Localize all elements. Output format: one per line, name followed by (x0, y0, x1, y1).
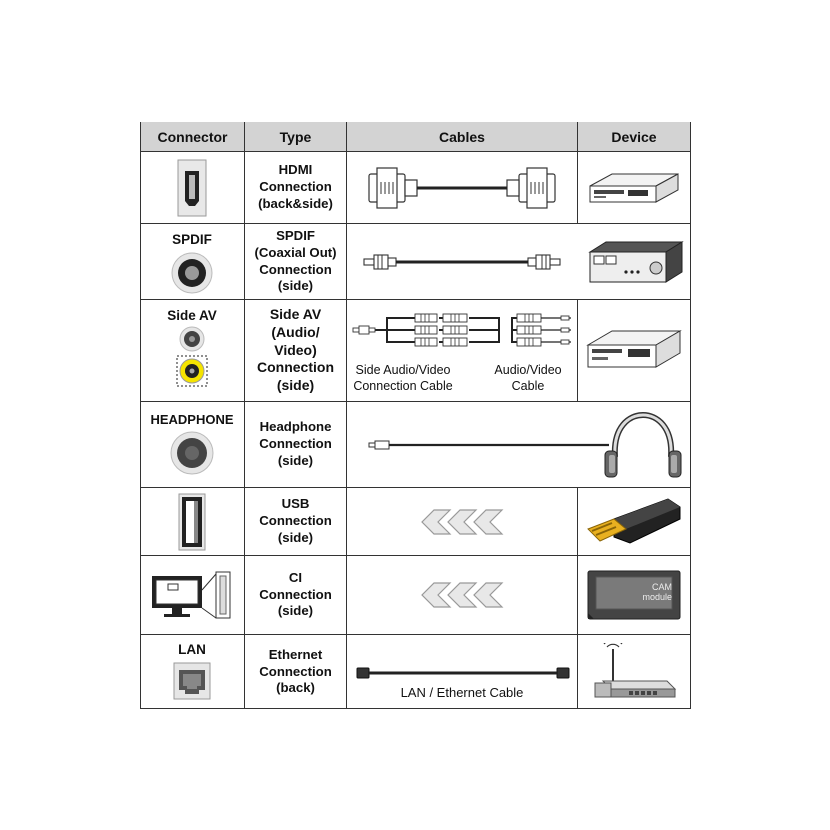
coaxial-port-icon (140, 250, 244, 296)
headphone-cable-icon (368, 411, 682, 478)
hdmi-port-icon (140, 152, 244, 223)
ci-slot-tv-icon (140, 556, 244, 634)
header-type: Type (245, 122, 346, 151)
type-spdif: SPDIF(Coaxial Out)Connection(side) (254, 227, 337, 294)
dvd-player-icon (578, 152, 690, 223)
cable-label-lan: LAN / Ethernet Cable (400, 685, 524, 700)
coaxial-cable-icon (347, 224, 577, 299)
insert-arrows-icon-ci (347, 556, 577, 634)
router-icon (578, 635, 690, 709)
lan-port-icon (140, 660, 244, 702)
audio-receiver-icon (578, 224, 690, 299)
insert-arrows-icon (347, 488, 577, 555)
table-grid (140, 122, 691, 709)
headphones-icon (604, 411, 682, 478)
dvd-player-icon-av (578, 300, 690, 401)
connector-label-headphone: HEADPHONE (150, 412, 234, 427)
hdmi-cable-icon (347, 152, 577, 223)
headphone-port-icon (140, 428, 244, 478)
ethernet-cable-icon (356, 667, 570, 679)
connector-label-side-av: Side AV (167, 308, 217, 323)
usb-port-icon (140, 488, 244, 555)
usb-stick-icon (578, 488, 690, 555)
jack-port-icon (140, 325, 244, 353)
header-cables: Cables (347, 122, 577, 151)
cables-cell-lan: LAN / Ethernet Cable (347, 635, 577, 709)
type-side-av: Side AV(Audio/Video)Connection(side) (257, 306, 334, 394)
yellow-rca-port-icon (140, 354, 244, 388)
connector-label-spdif: SPDIF (172, 232, 212, 247)
av-cable-icon (352, 313, 571, 347)
header-connector: Connector (141, 122, 244, 151)
header-device: Device (578, 122, 690, 151)
connector-label-lan: LAN (178, 642, 206, 657)
